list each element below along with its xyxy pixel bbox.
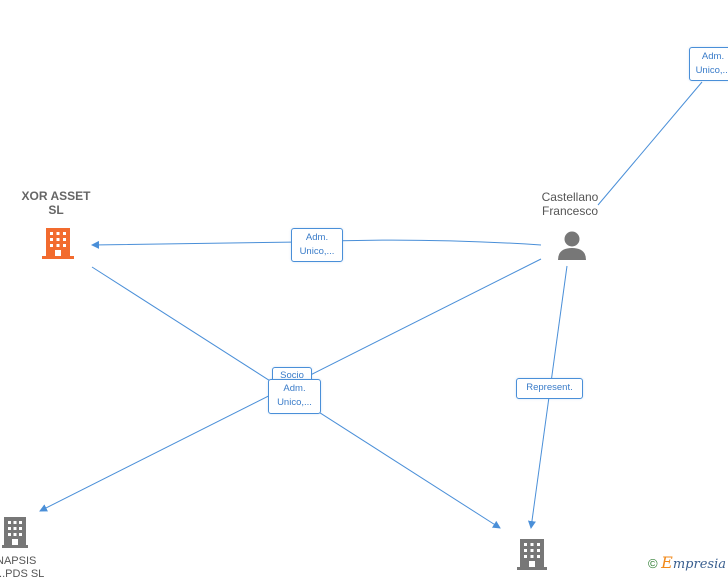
edge-label-line1: Adm. xyxy=(701,51,725,62)
edge-label-represent[interactable]: Represent. xyxy=(516,378,583,399)
node-label-line2: Francesco xyxy=(541,204,599,218)
edge-label-text: Represent. xyxy=(526,382,573,393)
node-label-line1: NAPSIS xyxy=(0,555,37,567)
node-label-line1: Castellano xyxy=(541,190,599,204)
building-icon-bottom-company[interactable] xyxy=(517,537,547,571)
edge-label-line2: Unico,... xyxy=(277,397,312,408)
edge-castellano-to-topright xyxy=(597,81,703,206)
edge-label-adm-top-right[interactable]: Adm. Unico,... xyxy=(689,47,728,81)
edge-label-text: Socio xyxy=(280,370,304,381)
brand-name: mpresia xyxy=(672,557,726,572)
edge-label-adm-center[interactable]: Adm. Unico,... xyxy=(268,379,321,414)
brand-initial: E xyxy=(661,553,673,572)
edge-label-line1: Adm. xyxy=(283,383,306,394)
node-label-line2: SL xyxy=(48,203,64,217)
node-label-castellano: Castellano Francesco xyxy=(528,190,612,218)
edge-label-line1: Adm. xyxy=(305,232,329,243)
edge-label-line2: Unico,... xyxy=(695,65,728,76)
copyright-icon: © xyxy=(647,556,658,571)
node-label-napsis: NAPSIS ...PDS SL xyxy=(0,555,46,581)
node-label-xor-asset: XOR ASSET SL xyxy=(10,189,102,217)
empresia-brand[interactable]: © Empresia xyxy=(648,553,726,572)
edge-label-adm-to-xor[interactable]: Adm. Unico,... xyxy=(291,228,343,262)
person-icon-castellano[interactable] xyxy=(556,230,588,260)
building-icon-napsis[interactable] xyxy=(2,515,28,549)
edge-label-line2: Unico,... xyxy=(299,246,335,257)
node-label-line1: XOR ASSET xyxy=(21,189,91,203)
building-icon-xor-asset[interactable] xyxy=(42,226,74,260)
